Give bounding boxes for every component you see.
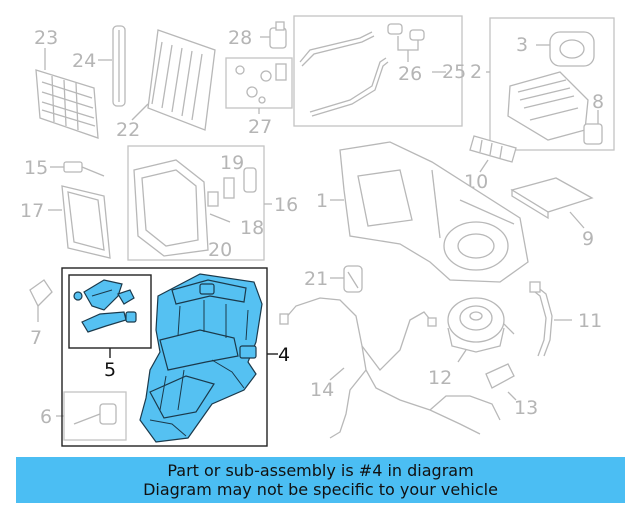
part-8-clip: [583, 123, 603, 145]
part-5-linkage: [73, 279, 137, 333]
info-banner: Part or sub-assembly is #4 in diagram Di…: [16, 457, 625, 503]
callout-3: 3: [516, 34, 528, 56]
part-2-housing: [507, 71, 589, 141]
callout-13: 13: [514, 397, 538, 419]
callout-25: 25: [442, 61, 466, 83]
callout-23: 23: [34, 27, 58, 49]
parts-diagram: 23 24 22 28 27: [20, 15, 615, 447]
part-15-sensor: [63, 161, 105, 177]
part-17-evaporator: [61, 185, 111, 259]
part-12-blower-motor: [447, 297, 515, 353]
banner-line-2: Diagram may not be specific to your vehi…: [143, 480, 498, 499]
part-22-heater-core: [147, 29, 216, 131]
callout-15: 15: [24, 157, 48, 179]
callout-18: 18: [240, 217, 264, 239]
callout-4: 4: [278, 344, 290, 366]
part-25-refrigerant-lines: [299, 23, 425, 117]
part-10-filter-bracket: [469, 135, 517, 163]
part-18-19-small-parts: [207, 167, 257, 223]
part-9-cabin-filter: [510, 177, 594, 220]
callout-20: 20: [208, 239, 232, 261]
callout-5: 5: [104, 359, 116, 381]
callout-8: 8: [592, 91, 604, 113]
callout-7: 7: [30, 327, 42, 349]
callout-11: 11: [578, 310, 602, 332]
callout-14: 14: [310, 379, 334, 401]
part-4-hvac-case-assembly: [139, 273, 263, 443]
callout-12: 12: [428, 367, 452, 389]
part-11-drain-hose: [529, 281, 553, 357]
part-21-flap: [343, 265, 363, 293]
callout-1: 1: [316, 190, 328, 212]
callout-28: 28: [228, 27, 252, 49]
part-24-bracket: [112, 25, 126, 107]
callout-9: 9: [582, 228, 594, 250]
callout-21: 21: [304, 268, 328, 290]
part-14-wiring-harness: [279, 297, 501, 439]
callout-27: 27: [248, 116, 272, 138]
part-28-connector: [269, 21, 287, 49]
callout-16: 16: [274, 194, 298, 216]
part-3-actuator: [549, 31, 595, 67]
part-7-bracket: [29, 279, 53, 308]
callout-17: 17: [20, 200, 44, 222]
part-13-resistor: [485, 363, 515, 389]
part-4-outline-box: [61, 267, 268, 447]
callout-6: 6: [40, 406, 52, 428]
banner-line-1: Part or sub-assembly is #4 in diagram: [167, 461, 474, 480]
callout-22: 22: [116, 119, 140, 141]
callout-24: 24: [72, 50, 96, 72]
part-16-case-half: [133, 159, 209, 257]
part-1-hvac-case: [339, 141, 529, 283]
callout-19: 19: [220, 152, 244, 174]
callout-2: 2: [470, 61, 482, 83]
part-6-motor: [73, 403, 117, 425]
part-27-hardware: [235, 63, 287, 104]
callout-26: 26: [398, 63, 422, 85]
part-23-panel: [35, 69, 99, 139]
